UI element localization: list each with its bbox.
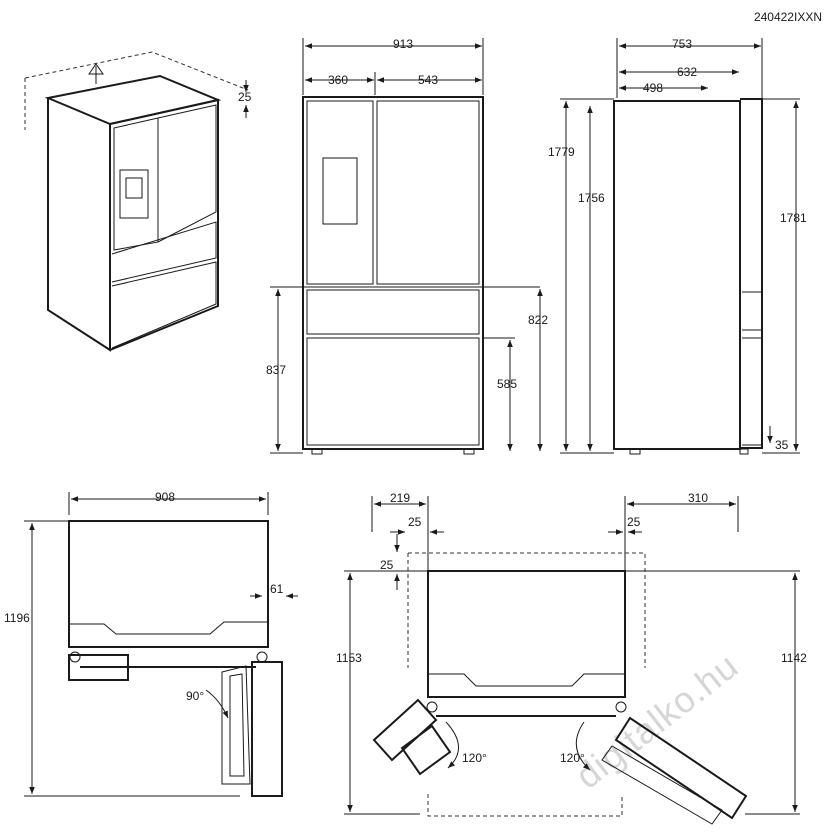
dim-depth-total: 753: [672, 37, 692, 51]
dim-upper-drawer: 822: [528, 313, 548, 327]
dim-foot: 35: [775, 438, 789, 452]
top-view-90: 908 1196 61 90°: [4, 490, 298, 797]
dim-clearance-label: 25: [238, 90, 252, 104]
angle-right-120: 120°: [560, 751, 585, 765]
dim-depth-cabinet: 632: [677, 65, 697, 79]
dim-right-offset: 310: [688, 491, 708, 505]
dim-depth-body: 498: [643, 81, 663, 95]
dim-depth-right: 1142: [781, 651, 807, 665]
model-code: 240422IXXN: [753, 10, 822, 24]
side-view: 753 632 498 1779 1756 1781 35: [548, 37, 807, 455]
dim-height-1779: 1779: [548, 145, 575, 159]
dim-lower-drawer: 585: [497, 377, 517, 391]
angle-left-120: 120°: [462, 751, 487, 765]
dim-height-1781: 1781: [780, 211, 807, 225]
dim-right-door: 543: [418, 73, 438, 87]
dim-gap-right: 25: [627, 515, 641, 529]
angle-90: 90°: [186, 689, 204, 703]
dim-top-width: 908: [155, 490, 175, 504]
dim-height-1756: 1756: [578, 191, 605, 205]
front-view: 913 360 543 837 822 585: [266, 37, 548, 455]
dim-front-width: 913: [393, 37, 413, 51]
dim-left-door: 360: [328, 73, 348, 87]
dim-side-gap: 61: [270, 582, 284, 596]
dim-gap-back: 25: [380, 558, 394, 572]
dim-gap-left: 25: [408, 515, 422, 529]
top-view-120: 219 310 25 25 25 1153 1142 120°: [336, 491, 807, 825]
dim-depth-left: 1153: [336, 651, 362, 665]
dim-top-depth: 1196: [4, 611, 30, 625]
perspective-view: 25: [24, 51, 252, 352]
dim-drawers-height: 837: [266, 363, 286, 377]
dim-left-offset: 219: [390, 491, 410, 505]
depth-clearance-dimension: 25: [238, 80, 252, 118]
